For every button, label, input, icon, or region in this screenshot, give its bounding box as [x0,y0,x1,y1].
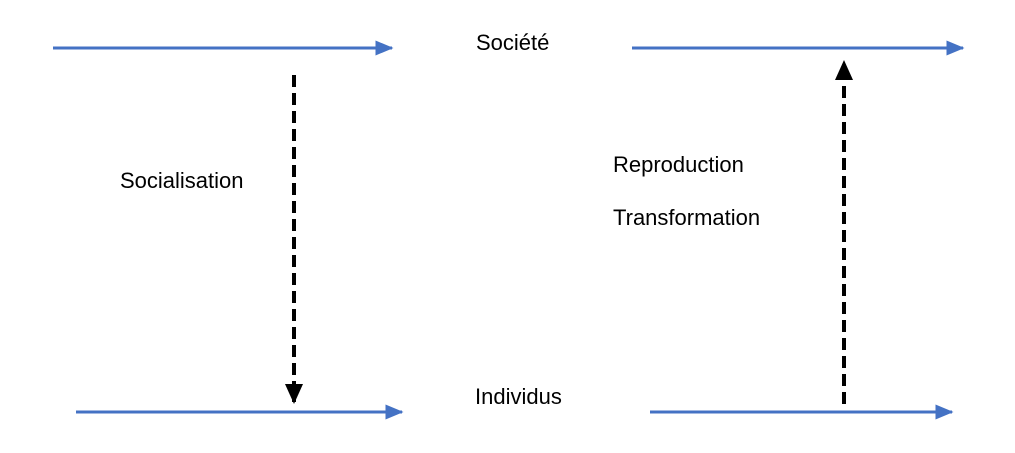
individus-label: Individus [475,384,562,409]
societe-label: Société [476,30,550,55]
transformation-label: Transformation [613,205,761,230]
socialisation-label: Socialisation [120,168,244,193]
reproduction-label: Reproduction [613,152,744,177]
